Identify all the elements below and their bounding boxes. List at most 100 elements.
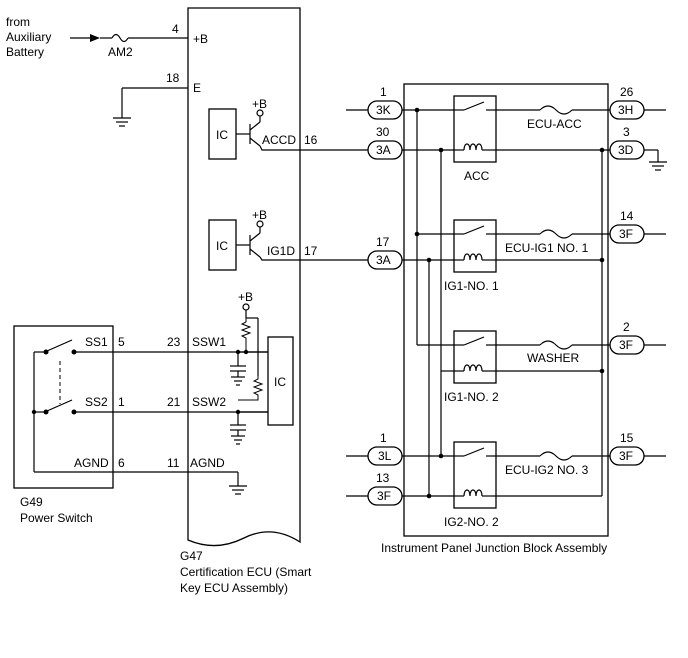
right-connector-3d: 3D 3 — [609, 125, 667, 171]
power-switch-name: Power Switch — [20, 511, 93, 525]
ig1d-pin-number: 17 — [304, 244, 318, 258]
ecu-name-line1: Certification ECU (Smart — [180, 565, 312, 579]
connector-label: 3A — [376, 143, 391, 157]
ic-block-acc — [208, 108, 237, 160]
ig1d-label: IG1D — [267, 244, 295, 258]
right-connector-3f-2: 3F 2 — [609, 320, 666, 355]
capacitor-icon — [230, 424, 246, 445]
left-connector-3f: 3F 13 — [346, 471, 403, 506]
junction-block-name: Instrument Panel Junction Block Assembly — [381, 541, 607, 555]
plus-b-label-3: +B — [238, 290, 253, 304]
connector-label: 3A — [376, 253, 391, 267]
relay-label-ig1-no2: IG1-NO. 2 — [444, 390, 499, 404]
left-connector-3l: 3L 1 — [346, 431, 403, 466]
switch-agnd-label: AGND — [74, 456, 109, 470]
battery-source: from Auxiliary Battery AM2 — [6, 15, 188, 59]
ic-block-switch — [267, 336, 294, 426]
source-label-line3: Battery — [6, 45, 44, 59]
resistor-icon — [238, 318, 264, 401]
ecu-name-line2: Key ECU Assembly) — [180, 581, 288, 595]
pin-number: 30 — [376, 125, 390, 139]
connector-label: 3L — [378, 449, 392, 463]
junction-block-box — [403, 83, 609, 537]
fuse-label-washer: WASHER — [527, 351, 580, 365]
right-connector-3f-14: 3F 14 — [609, 209, 666, 244]
connector-label: 3F — [619, 449, 633, 463]
relay-ig1-no2-icon — [453, 330, 497, 384]
left-connector-3k: 3K 1 — [346, 85, 403, 120]
accd-pin-number: 16 — [304, 133, 318, 147]
ic-block-ig1 — [208, 219, 237, 271]
ic-label-1: IC — [216, 128, 228, 142]
junction-block: ACC IG1-NO. 1 IG1-NO. 2 IG2-NO. 2 ECU-AC… — [381, 83, 610, 555]
connector-label: 3H — [618, 103, 633, 117]
pin-number: 14 — [620, 209, 634, 223]
ground-icon — [649, 161, 667, 171]
pin-number: 15 — [620, 431, 634, 445]
connector-label: 3F — [619, 227, 633, 241]
fuse-washer-icon — [539, 340, 573, 350]
ss1-label: SS1 — [85, 335, 108, 349]
connector-label: 3D — [618, 143, 634, 157]
connector-label: 3F — [377, 489, 391, 503]
ecu-pin-e-number: 18 — [166, 71, 180, 85]
right-connector-3f-15: 3F 15 — [609, 431, 666, 466]
left-connector-3a-ig1: 3A 17 — [367, 235, 403, 270]
fuse-am2-label: AM2 — [108, 45, 133, 59]
ss1-pin-number: 5 — [118, 335, 125, 349]
fuse-ecu-ig1-icon — [539, 229, 573, 239]
pin-number: 3 — [623, 125, 630, 139]
pin-number: 2 — [623, 320, 630, 334]
pin-number: 17 — [376, 235, 390, 249]
right-connector-3h: 3H 26 — [609, 85, 666, 120]
certification-ecu: 4 +B 18 E IC +B ACCD 16 IC +B — [113, 7, 318, 595]
fuse-label-ecu-ig1: ECU-IG1 NO. 1 — [505, 241, 589, 255]
source-label-line1: from — [6, 15, 30, 29]
relay-label-ig2-no2: IG2-NO. 2 — [444, 515, 499, 529]
ecu-agnd-pin-number: 11 — [167, 456, 180, 470]
fuse-am2-icon — [111, 33, 129, 43]
connector-label: 3F — [619, 338, 633, 352]
ecu-pin-e-label: E — [193, 81, 201, 95]
pin-number: 26 — [620, 85, 634, 99]
ic-label-2: IC — [216, 239, 228, 253]
plus-b-label-2: +B — [252, 208, 267, 222]
switch-agnd-pin-number: 6 — [118, 456, 125, 470]
ecu-pin-b-label: +B — [193, 32, 208, 46]
power-switch: SS1 5 SS2 1 AGND 6 G49 Power Switch — [13, 325, 125, 525]
ssw2-label: SSW2 — [192, 395, 226, 409]
relay-label-acc: ACC — [464, 169, 490, 183]
fuse-ecu-acc-icon — [539, 105, 573, 115]
left-connector-3a-acc: 3A 30 — [367, 125, 403, 160]
ecu-pin-b-number: 4 — [172, 22, 179, 36]
relay-ig1-no1-icon — [453, 219, 497, 273]
ecu-agnd-label: AGND — [190, 456, 225, 470]
source-label-line2: Auxiliary — [6, 30, 51, 44]
ssw2-pin-number: 21 — [167, 395, 181, 409]
relay-label-ig1-no1: IG1-NO. 1 — [444, 279, 499, 293]
ground-icon — [229, 485, 247, 495]
ssw1-pin-number: 23 — [167, 335, 181, 349]
ss2-label: SS2 — [85, 395, 108, 409]
ground-icon — [113, 117, 131, 127]
accd-label: ACCD — [262, 133, 296, 147]
ss2-pin-number: 1 — [118, 395, 125, 409]
ecu-id: G47 — [180, 549, 203, 563]
power-switch-box — [13, 325, 114, 489]
plus-b-label-1: +B — [252, 97, 267, 111]
relay-ig2-no2-icon — [453, 441, 497, 509]
connector-label: 3K — [376, 103, 391, 117]
pin-number: 1 — [380, 85, 387, 99]
relay-acc-icon — [453, 95, 497, 163]
fuse-label-ecu-acc: ECU-ACC — [527, 117, 582, 131]
pin-number: 1 — [380, 431, 387, 445]
ic-label-3: IC — [274, 375, 286, 389]
power-switch-id: G49 — [20, 495, 43, 509]
ssw1-label: SSW1 — [192, 335, 226, 349]
pin-number: 13 — [376, 471, 390, 485]
fuse-label-ecu-ig2: ECU-IG2 NO. 3 — [505, 463, 589, 477]
arrow-icon — [90, 34, 100, 42]
fuse-ecu-ig2-icon — [539, 451, 573, 461]
capacitor-icon — [230, 365, 246, 386]
